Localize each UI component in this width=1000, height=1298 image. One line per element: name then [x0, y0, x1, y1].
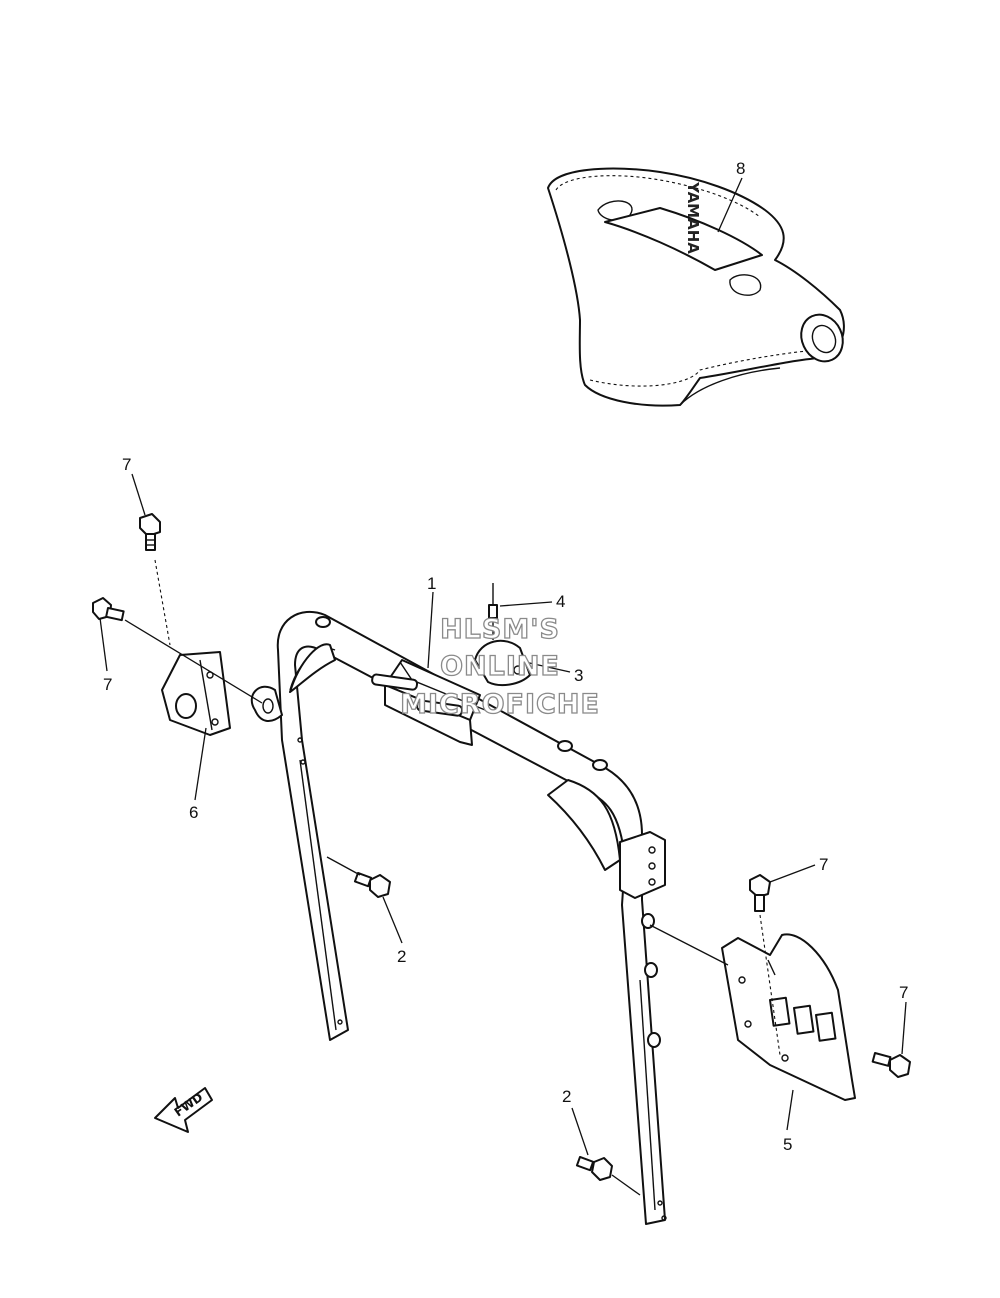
bracket-plate-left	[161, 651, 231, 736]
callout-7-upper: 7	[122, 455, 131, 474]
bracket-plate-right	[721, 933, 856, 1101]
callout-2-middle: 2	[397, 947, 406, 966]
watermark-line-1: HLSM'S	[440, 614, 560, 645]
callout-6: 6	[189, 803, 198, 822]
clamp-bracket	[371, 659, 491, 746]
pad-brand-text: YAMAHA	[684, 181, 702, 254]
fwd-arrow: FWD	[154, 1087, 213, 1133]
callout-5: 5	[783, 1135, 792, 1154]
bolt-upper-left	[139, 513, 161, 551]
steering-frame	[250, 610, 667, 1225]
callout-7-upper-right: 7	[819, 855, 828, 874]
handlebar-pad: YAMAHA	[547, 167, 845, 407]
watermark-line-3: MICROFICHE	[400, 689, 600, 720]
callout-7-right: 7	[899, 983, 908, 1002]
watermark: HLSM'S ONLINE MICROFICHE	[399, 613, 600, 720]
callout-8: 8	[736, 159, 745, 178]
bolt-middle	[353, 872, 391, 898]
callout-3: 3	[574, 666, 583, 685]
pin	[488, 583, 498, 640]
callout-7-left: 7	[103, 675, 112, 694]
bolt-lower	[575, 1155, 613, 1181]
bolt-left	[92, 597, 125, 622]
callout-1: 1	[427, 574, 436, 593]
clip	[474, 639, 531, 687]
watermark-line-2: ONLINE	[440, 651, 560, 682]
callout-2-lower: 2	[562, 1087, 571, 1106]
callout-4: 4	[556, 592, 565, 611]
bolt-upper-right	[749, 874, 771, 912]
bolt-right	[871, 1052, 911, 1078]
